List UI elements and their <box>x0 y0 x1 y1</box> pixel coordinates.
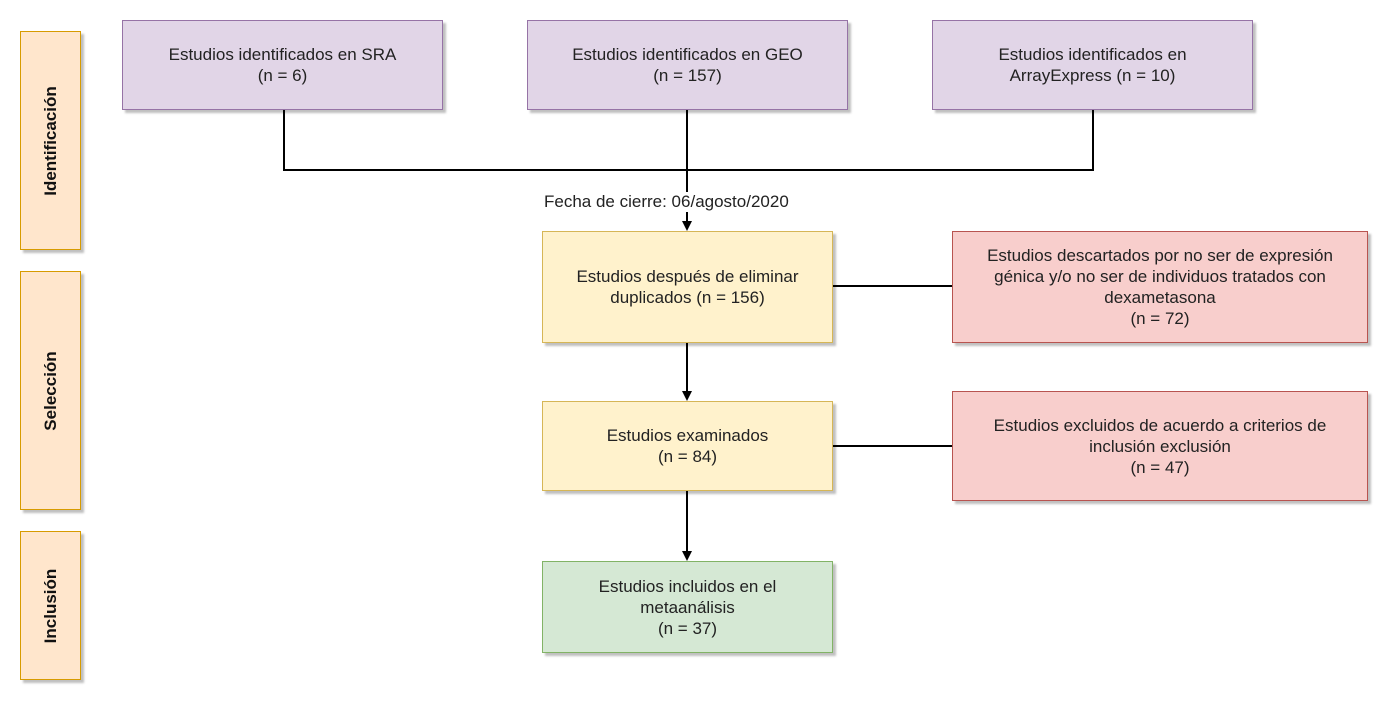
excluded-line2: inclusión exclusión <box>1089 436 1231 456</box>
sra-connector <box>283 110 687 171</box>
discarded-box: Estudios descartados por no ser de expre… <box>952 231 1368 343</box>
source-arrayexpress-title: Estudios identificados en <box>998 45 1187 64</box>
excluded-line1: Estudios excluidos de acuerdo a criterio… <box>993 415 1327 435</box>
stage-inclusion: Inclusión <box>20 531 81 680</box>
discarded-line1: Estudios descartados por no ser de expre… <box>987 246 1333 265</box>
discarded-line2: génica y/o no ser de individuos tratados… <box>994 267 1326 286</box>
closing-date-label: Fecha de cierre: 06/agosto/2020 <box>542 192 791 212</box>
arrayexpress-connector <box>687 110 1094 171</box>
examined-count: (n = 84) <box>657 447 718 466</box>
source-geo-box: Estudios identificados en GEO (n = 157) <box>527 20 848 110</box>
included-line1: Estudios incluidos en el <box>598 576 777 596</box>
dedup-line2: duplicados (n = 156) <box>610 288 765 307</box>
source-geo-count: (n = 157) <box>653 66 722 85</box>
source-arrayexpress-count: ArrayExpress (n = 10) <box>1009 66 1176 85</box>
excluded-box: Estudios excluidos de acuerdo a criterio… <box>952 391 1368 501</box>
dedup-line1: Estudios después de eliminar <box>576 267 799 286</box>
stage-identificacion: Identificación <box>20 31 81 250</box>
discarded-count: (n = 72) <box>1130 309 1190 328</box>
source-sra-box: Estudios identificados en SRA (n = 6) <box>122 20 443 110</box>
source-geo-title: Estudios identificados en GEO <box>572 45 803 64</box>
source-sra-count: (n = 6) <box>257 66 308 85</box>
included-count: (n = 37) <box>657 618 718 638</box>
source-arrayexpress-box: Estudios identificados en ArrayExpress (… <box>932 20 1253 110</box>
excluded-count: (n = 47) <box>1130 457 1190 477</box>
examined-box: Estudios examinados (n = 84) <box>542 401 833 491</box>
examined-line1: Estudios examinados <box>606 426 769 445</box>
stage-seleccion: Selección <box>20 271 81 510</box>
included-box: Estudios incluidos en el metaanálisis (n… <box>542 561 833 653</box>
discarded-line3: dexametasona <box>1104 288 1216 307</box>
included-line2: metaanálisis <box>640 597 735 617</box>
dedup-box: Estudios después de eliminar duplicados … <box>542 231 833 343</box>
source-sra-title: Estudios identificados en SRA <box>168 45 397 64</box>
